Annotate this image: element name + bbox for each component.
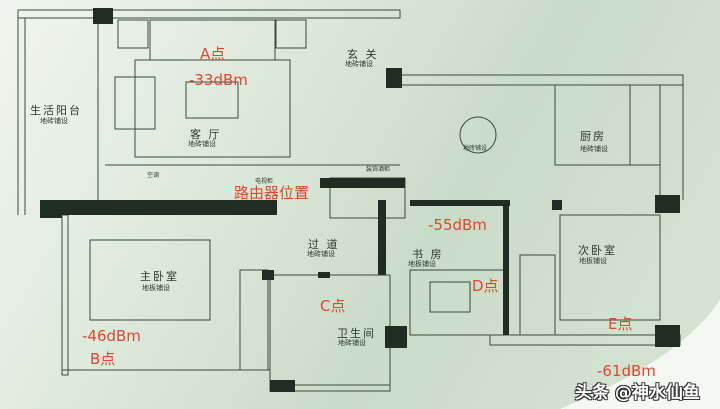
corridor-floor: 地砖铺设 [307,250,335,258]
entrance-floor: 地砖铺设 [345,60,373,68]
dining-floor: 地砖铺设 [463,145,488,152]
signal-a-label: -33dBm [189,71,248,89]
bathroom-label: 卫生间 [337,327,376,340]
ac-label: 空调 [147,172,160,179]
entrance-label: 玄 关 [347,48,379,61]
study-label: 书 房 [412,248,444,261]
second-bedroom-label: 次卧室 [578,244,617,257]
point-c-label: C点 [320,297,346,315]
signal-e-label: -61dBm [597,362,656,380]
master-bedroom-floor: 地板铺设 [142,284,170,292]
kitchen-label: 厨房 [580,130,606,143]
study-floor: 地板铺设 [408,260,436,268]
living-room-floor: 地砖铺设 [188,140,216,148]
bathroom-floor: 地砖铺设 [338,339,366,347]
wine-cabinet-label: 装饰酒柜 [366,166,391,173]
kitchen-floor: 地砖铺设 [580,145,608,153]
watermark: 头条 @神水仙鱼 [575,383,700,403]
point-d-label: D点 [472,277,499,295]
point-a-label: A点 [200,45,226,63]
balcony-label: 生活阳台 [30,104,82,117]
point-b-label: B点 [90,350,116,368]
living-room-label: 客 厅 [190,128,222,141]
tv-cabinet-label: 电视柜 [255,178,274,185]
second-bedroom-floor: 地板铺设 [579,257,607,265]
signal-b-label: -46dBm [82,327,141,345]
point-e-label: E点 [608,315,633,333]
corridor-label: 过 道 [308,238,340,251]
balcony-floor: 地砖铺设 [40,117,68,125]
router-location-label: 路由器位置 [234,184,310,202]
signal-d-label: -55dBm [428,216,487,234]
master-bedroom-label: 主卧室 [140,270,179,283]
